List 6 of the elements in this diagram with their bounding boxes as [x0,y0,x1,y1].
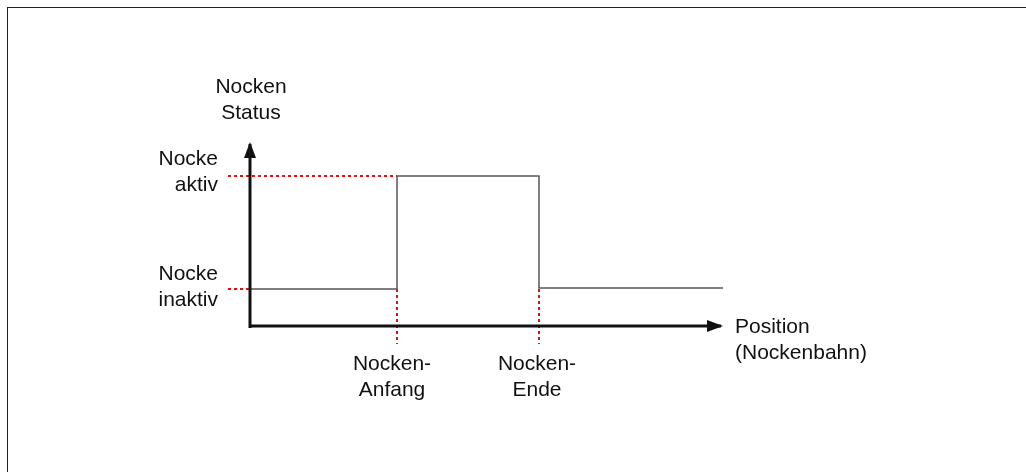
axis-label: Nocke aktiv [157,145,218,197]
axis-label: Position (Nockenbahn) [735,313,868,365]
axis-label: Nocken-Anfang [351,350,433,402]
axis-label: Nocken Status [214,73,288,125]
axis-label: Nocke inaktiv [157,260,218,312]
axis-label: Nocken-Ende [496,350,578,402]
